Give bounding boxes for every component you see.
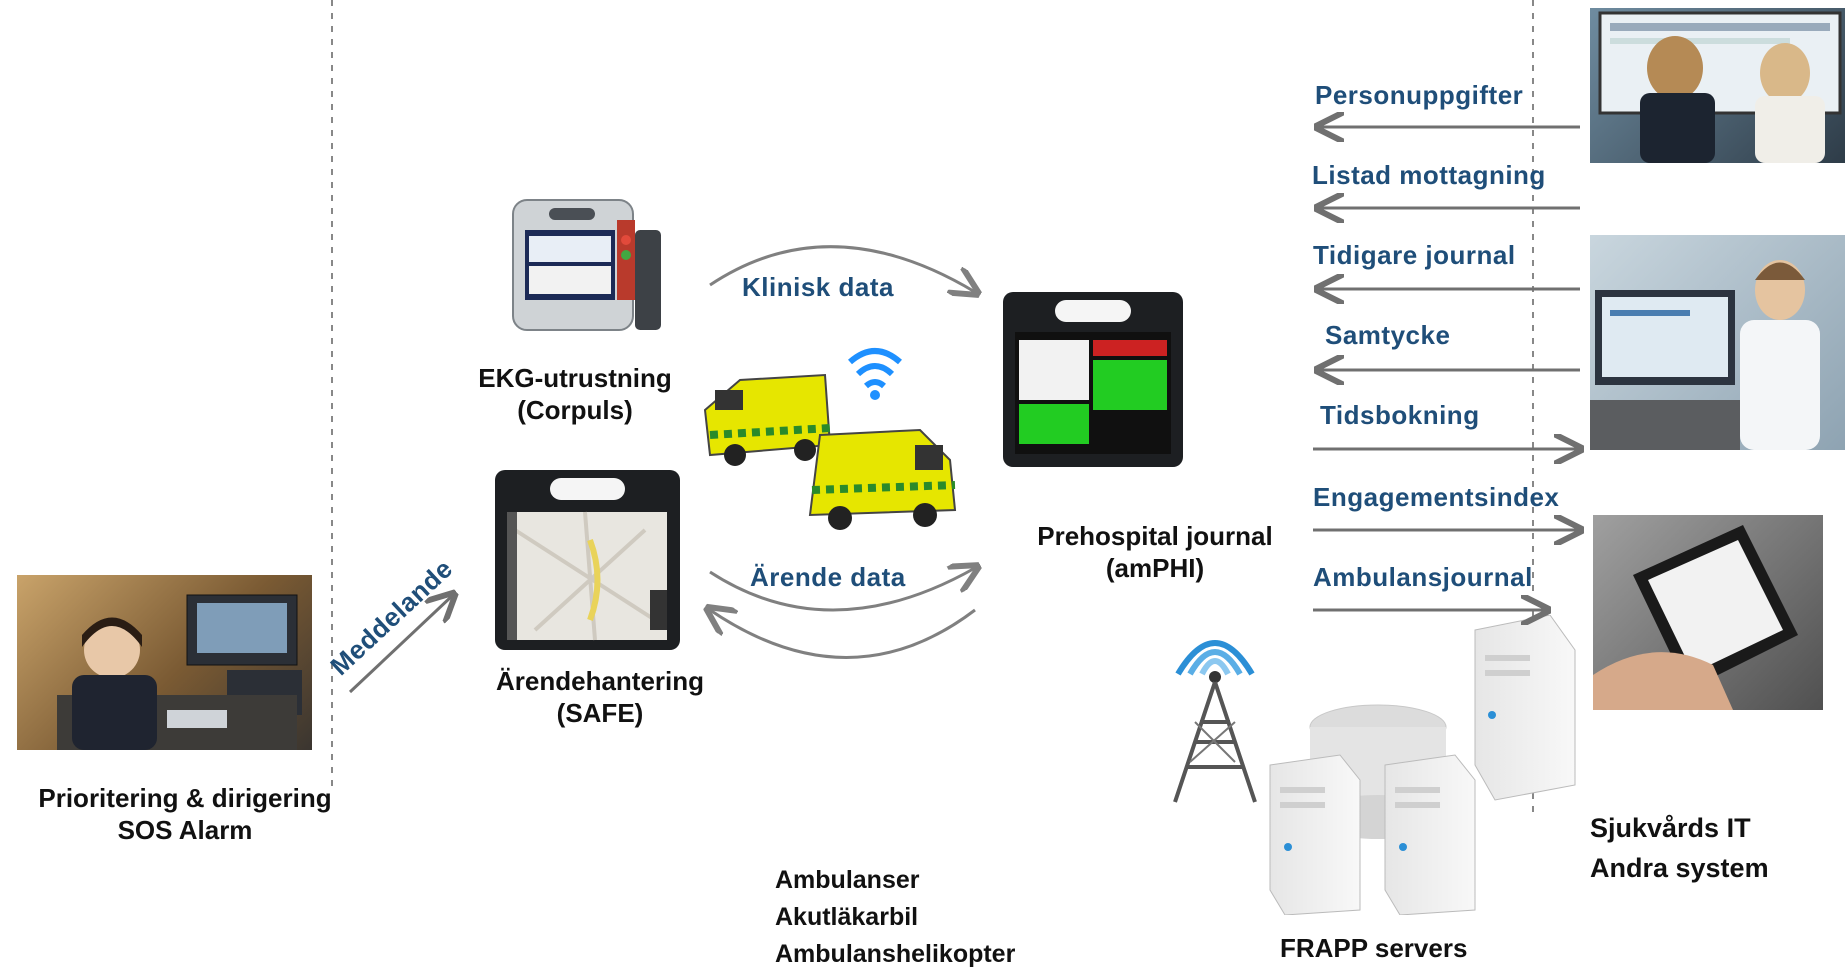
flow-label-samtycke: Samtycke [1325, 320, 1451, 350]
dispatch-label: Prioritering & dirigering SOS Alarm [0, 782, 370, 846]
vehicle-list: Ambulanser Akutläkarbil Ambulanshelikopt… [775, 862, 1015, 973]
other-systems-title: Sjukvårds IT [1590, 813, 1751, 843]
wifi-icon [848, 348, 902, 400]
smartphone-in-hand-photo [1593, 515, 1823, 710]
ekg-subtitle: (Corpuls) [517, 395, 633, 425]
other-systems-subtitle: Andra system [1590, 853, 1769, 883]
safe-title: Ärendehantering [495, 666, 705, 696]
ekg-device-image [505, 190, 670, 340]
servers-image [1260, 614, 1580, 916]
flow-label-ambulansjournal: Ambulansjournal [1313, 562, 1533, 592]
amphi-label: Prehospital journal (amPHI) [1005, 520, 1305, 584]
dispatch-operator-photo [17, 575, 312, 750]
vehicle-helicopter: Ambulanshelikopter [775, 940, 1016, 968]
dispatch-subtitle: SOS Alarm [117, 815, 253, 845]
flow-label-engagementsindex: Engagementsindex [1313, 482, 1560, 512]
flow-label-tidigare-journal: Tidigare journal [1313, 240, 1516, 270]
other-systems-label: Sjukvårds IT Andra system [1590, 808, 1769, 888]
flow-label-tidsbokning: Tidsbokning [1320, 400, 1480, 430]
ekg-title: EKG-utrustning [478, 363, 672, 393]
safe-subtitle: (SAFE) [556, 698, 644, 728]
ekg-label: EKG-utrustning (Corpuls) [445, 362, 705, 426]
safe-tablet-image [495, 470, 680, 650]
clinical-data-label: Klinisk data [742, 272, 894, 302]
ambulance-image [700, 340, 970, 540]
flow-label-listad-mottagning: Listad mottagning [1312, 160, 1546, 190]
safe-label: Ärendehantering (SAFE) [455, 665, 745, 729]
clinicians-at-screen-photo [1590, 8, 1845, 163]
vehicle-doctor-car: Akutläkarbil [775, 903, 919, 931]
flow-label-personuppgifter: Personuppgifter [1315, 80, 1524, 110]
dispatch-title: Prioritering & dirigering [38, 783, 332, 813]
amphi-tablet-image [1003, 292, 1183, 467]
servers-label: FRAPP servers [1280, 933, 1468, 963]
vehicle-ambulance: Ambulanser [775, 866, 920, 894]
amphi-subtitle: (amPHI) [1105, 553, 1205, 583]
amphi-title: Prehospital journal [1037, 521, 1273, 551]
case-data-label: Ärende data [750, 562, 906, 592]
nurse-at-computer-photo [1590, 235, 1845, 450]
radio-tower-icon [1150, 612, 1280, 807]
